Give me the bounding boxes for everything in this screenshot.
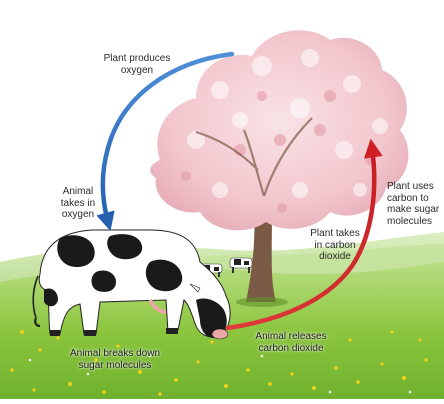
label-animal-takes-in-oxygen: Animal takes in oxygen (52, 186, 104, 221)
label-plant-takes-in-carbon: Plant takes in carbon dioxide (300, 228, 370, 263)
label-plant-produces-oxygen: Plant produces oxygen (92, 53, 182, 76)
label-plant-uses-carbon: Plant uses carbon to make sugar molecule… (387, 181, 444, 227)
label-animal-releases-co2: Animal releases carbon dioxide (236, 331, 346, 354)
label-animal-breaks-down-sugar: Animal breaks down sugar molecules (52, 348, 178, 371)
